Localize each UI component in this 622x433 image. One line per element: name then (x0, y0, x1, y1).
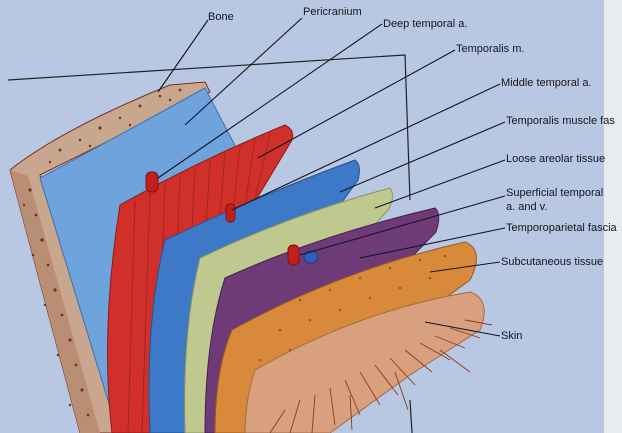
page-edge (604, 0, 622, 433)
leader-loose-areolar (375, 160, 505, 208)
label-middle-temporal-a: Middle temporal a. (501, 77, 592, 90)
leader-temporalis-m (258, 50, 455, 158)
label-skin: Skin (501, 330, 522, 343)
label-deep-temporal-a: Deep temporal a. (383, 18, 467, 31)
label-pericranium: Pericranium (303, 6, 362, 19)
label-temporoparietal-fascia: Temporoparietal fascia (506, 222, 617, 235)
label-superficial-temporal-line1: Superficial temporal (506, 187, 603, 200)
frame-line-bottom (410, 400, 412, 433)
leader-temporalis-fascia (340, 122, 505, 192)
leader-bone (158, 20, 208, 92)
label-subcutaneous-tissue: Subcutaneous tissue (501, 256, 603, 269)
label-superficial-temporal-line2: a. and v. (506, 201, 547, 214)
label-temporalis-m: Temporalis m. (456, 43, 524, 56)
label-bone: Bone (208, 11, 234, 24)
leader-pericranium (185, 18, 302, 125)
deep-temporal-artery (146, 172, 158, 192)
label-temporalis-muscle-fascia: Temporalis muscle fas (506, 115, 615, 128)
middle-temporal-artery (226, 204, 235, 222)
label-loose-areolar-tissue: Loose areolar tissue (506, 153, 605, 166)
